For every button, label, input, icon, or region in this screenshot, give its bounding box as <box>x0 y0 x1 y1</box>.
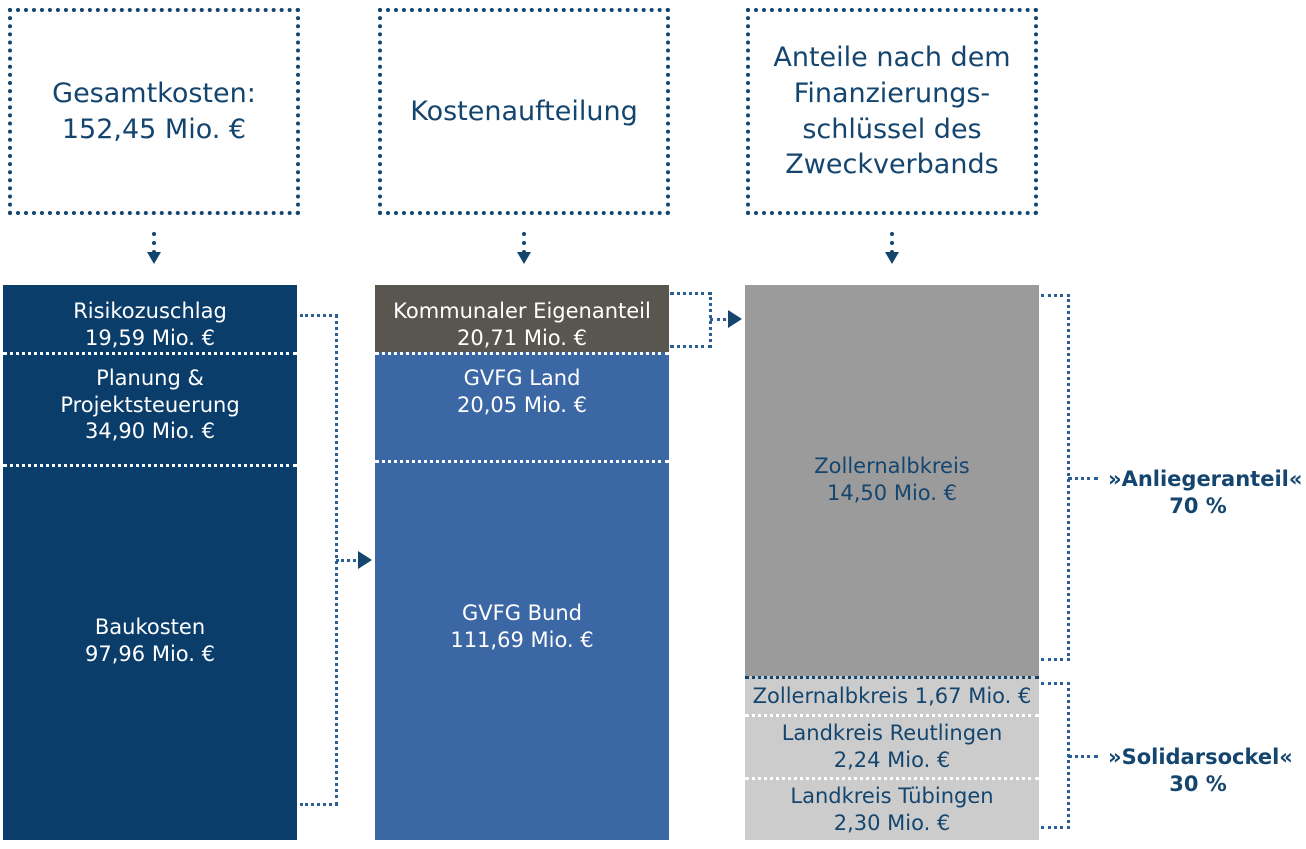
arrow-shaft <box>152 232 156 254</box>
connector-tick-col1-col2 <box>336 559 362 562</box>
bar-segment-gvfg-land-value: 20,05 Mio. € <box>457 392 587 417</box>
bar-segment-kommunaler-eigenanteil-value: 20,71 Mio. € <box>457 325 587 350</box>
header-box-gesamtkosten-text: Gesamtkosten: 152,45 Mio. € <box>52 77 256 145</box>
bar-segment-gvfg-bund[interactable]: GVFG Bund 111,69 Mio. € <box>375 460 669 840</box>
bar-segment-zollernalbkreis-anlieger-value: 14,50 Mio. € <box>827 480 957 505</box>
segment-divider <box>375 352 669 355</box>
bracket-label-anliegeranteil-percent: 70 % <box>1169 494 1227 519</box>
bar-segment-landkreis-tuebingen-value: 2,30 Mio. € <box>833 810 951 835</box>
arrow-shaft <box>890 232 894 254</box>
connector-bracket-col2-col3 <box>670 292 712 348</box>
header-box-kostenaufteilung-text: Kostenaufteilung <box>410 95 638 127</box>
bar-segment-gvfg-bund-value: 111,69 Mio. € <box>450 627 594 652</box>
bar-segment-zollernalbkreis-anlieger-label: Zollernalbkreis <box>814 454 970 478</box>
bar-segment-zollernalbkreis-anlieger[interactable]: Zollernalbkreis 14,50 Mio. € <box>745 285 1039 676</box>
bracket-bottom <box>1041 658 1070 661</box>
down-arrow-icon-col2 <box>517 232 531 268</box>
bar-segment-baukosten-value: 97,96 Mio. € <box>85 641 215 666</box>
bar-segment-risikozuschlag-label: Risikozuschlag <box>73 299 227 323</box>
bracket-tick-solidarsockel <box>1068 755 1098 758</box>
bar-segment-planung[interactable]: Planung & Projektsteuerung 34,90 Mio. € <box>3 352 297 464</box>
connector-bracket-col1-col2 <box>300 314 338 806</box>
header-box-kostenaufteilung: Kostenaufteilung <box>378 8 670 215</box>
bar-segment-planung-value: 34,90 Mio. € <box>85 419 215 444</box>
bracket-label-solidarsockel: »Solidarsockel« 30 % <box>1108 744 1293 799</box>
bar-segment-kommunaler-eigenanteil[interactable]: Kommunaler Eigenanteil 20,71 Mio. € <box>375 285 669 352</box>
bracket-bottom <box>670 345 712 348</box>
bar-segment-landkreis-reutlingen[interactable]: Landkreis Reutlingen 2,24 Mio. € <box>745 714 1039 777</box>
segment-divider <box>375 460 669 463</box>
segment-divider <box>3 352 297 355</box>
bar-segment-baukosten[interactable]: Baukosten 97,96 Mio. € <box>3 464 297 840</box>
bar-segment-zollernalbkreis-solidar[interactable]: Zollernalbkreis 1,67 Mio. € <box>745 676 1039 714</box>
bracket-anliegeranteil <box>1041 294 1070 661</box>
arrow-head <box>885 252 899 264</box>
bar-segment-landkreis-tuebingen-label: Landkreis Tübingen <box>790 784 994 808</box>
bracket-label-anliegeranteil: »Anliegeranteil« 70 % <box>1108 466 1303 521</box>
header-box-anteile-text: Anteile nach dem Finanzierungs- schlüsse… <box>773 42 1011 181</box>
bar-segment-landkreis-reutlingen-value: 2,24 Mio. € <box>833 747 951 772</box>
bar-segment-landkreis-reutlingen-label: Landkreis Reutlingen <box>781 721 1003 745</box>
bar-segment-gvfg-land-label: GVFG Land <box>463 366 581 390</box>
bar-column-gesamtkosten: Risikozuschlag 19,59 Mio. € Planung & Pr… <box>3 285 297 840</box>
bracket-solidarsockel <box>1041 682 1070 829</box>
bracket-top <box>1041 682 1070 685</box>
connector-arrowhead-col2-col3 <box>728 310 742 328</box>
bracket-bottom <box>1041 826 1070 829</box>
down-arrow-icon-col1 <box>147 232 161 268</box>
down-arrow-icon-col3 <box>885 232 899 268</box>
bar-column-anteile: Zollernalbkreis 14,50 Mio. € Zollernalbk… <box>745 285 1039 840</box>
bar-segment-kommunaler-eigenanteil-label: Kommunaler Eigenanteil <box>393 299 651 323</box>
bracket-label-solidarsockel-title: »Solidarsockel« <box>1108 745 1293 769</box>
connector-tick-col2-col3 <box>710 318 732 321</box>
arrow-head <box>147 252 161 264</box>
bracket-top <box>300 314 338 317</box>
bar-segment-planung-label: Planung & Projektsteuerung <box>60 366 240 417</box>
bar-segment-baukosten-label: Baukosten <box>94 615 206 639</box>
bracket-top <box>1041 294 1070 297</box>
header-box-anteile: Anteile nach dem Finanzierungs- schlüsse… <box>746 8 1038 215</box>
bracket-label-solidarsockel-percent: 30 % <box>1169 772 1227 797</box>
bar-segment-landkreis-tuebingen[interactable]: Landkreis Tübingen 2,30 Mio. € <box>745 777 1039 840</box>
segment-divider <box>3 464 297 467</box>
arrow-shaft <box>522 232 526 254</box>
bracket-tick-anliegeranteil <box>1068 477 1098 480</box>
bar-segment-risikozuschlag[interactable]: Risikozuschlag 19,59 Mio. € <box>3 285 297 352</box>
connector-arrowhead-col1-col2 <box>358 551 372 569</box>
bar-column-kostenaufteilung: Kommunaler Eigenanteil 20,71 Mio. € GVFG… <box>375 285 669 840</box>
bracket-bottom <box>300 803 338 806</box>
bar-segment-zollernalbkreis-solidar-label: Zollernalbkreis 1,67 Mio. € <box>752 684 1032 708</box>
arrow-head <box>517 252 531 264</box>
bracket-label-anliegeranteil-title: »Anliegeranteil« <box>1108 467 1303 491</box>
header-box-gesamtkosten: Gesamtkosten: 152,45 Mio. € <box>8 8 300 215</box>
segment-divider <box>745 777 1039 780</box>
bar-segment-gvfg-bund-label: GVFG Bund <box>461 601 583 625</box>
bar-segment-gvfg-land[interactable]: GVFG Land 20,05 Mio. € <box>375 352 669 460</box>
segment-divider <box>745 676 1039 679</box>
bracket-top <box>670 292 712 295</box>
bar-segment-risikozuschlag-value: 19,59 Mio. € <box>85 325 215 350</box>
segment-divider <box>745 714 1039 717</box>
